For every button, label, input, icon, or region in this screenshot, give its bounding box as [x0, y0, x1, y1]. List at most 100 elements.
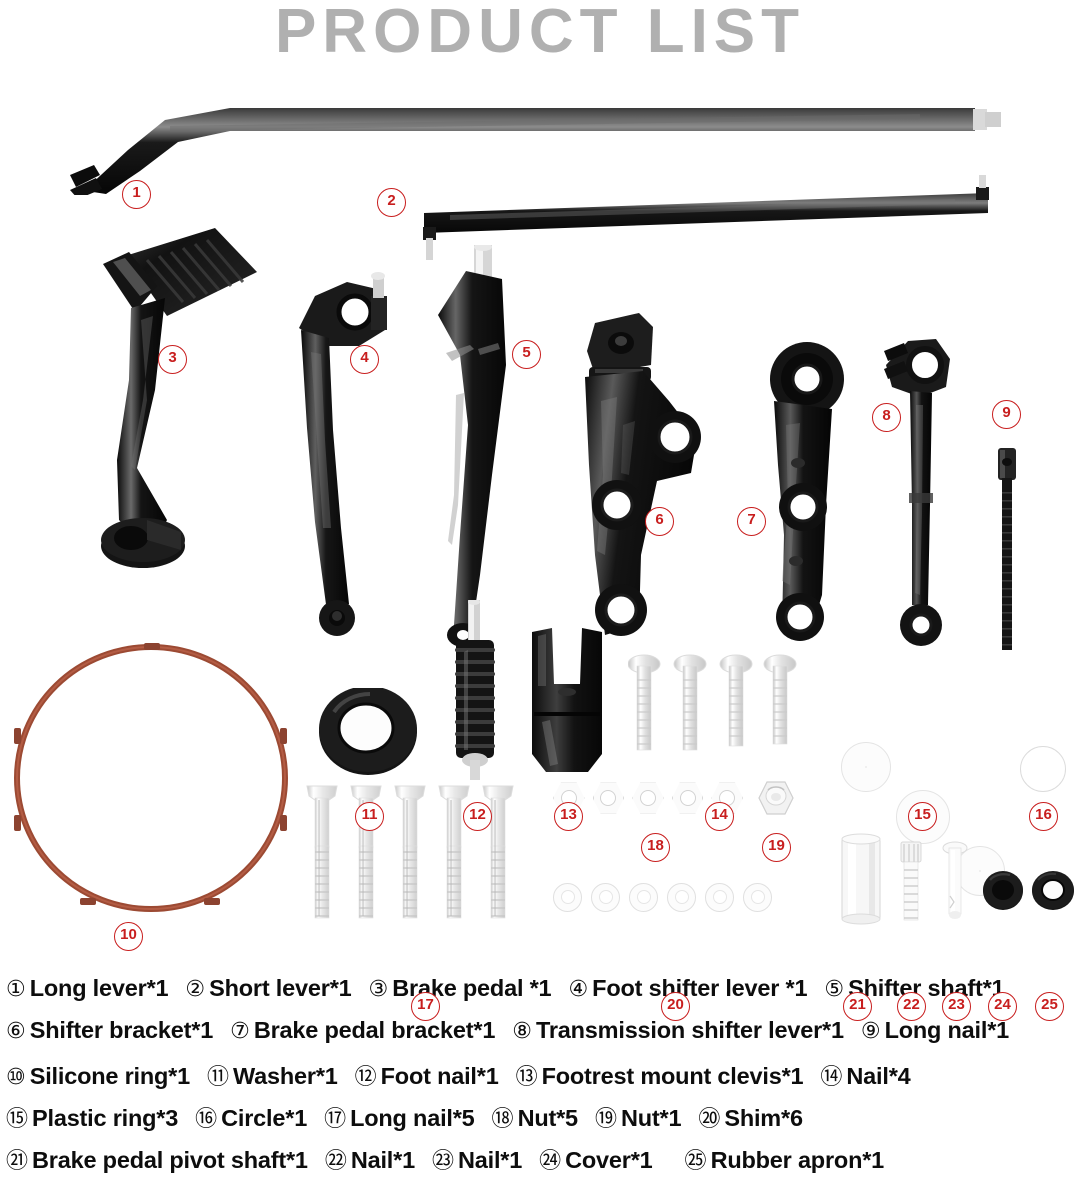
legend-num-14: ⑭	[820, 1065, 843, 1090]
legend-row-3: ⑩ Silicone ring*1 ⑪ Washer*1 ⑫ Foot nail…	[0, 1059, 1080, 1101]
callout-20: 20	[661, 992, 690, 1021]
legend-text-23: Nail*1	[457, 1147, 523, 1173]
legend-item-3: ③ Brake pedal *1	[369, 975, 552, 1002]
legend-num-11: ⑪	[206, 1065, 229, 1090]
legend-num-12: ⑫	[354, 1065, 377, 1090]
legend-row-5: ㉑ Brake pedal pivot shaft*1 ㉒ Nail*1 ㉓ N…	[0, 1143, 1080, 1185]
legend-item-5: ⑤ Shifter shaft*1	[824, 975, 1004, 1002]
legend-item-23: ㉓ Nail*1	[432, 1143, 522, 1175]
part-1-long-lever	[70, 95, 1010, 199]
part-13-footrest-mount-clevis	[528, 626, 606, 778]
part-19-lock-nut	[758, 780, 794, 816]
legend-text-22: Nail*1	[350, 1147, 415, 1173]
part-10-silicone-ring	[8, 640, 293, 920]
callout-23: 23	[942, 992, 971, 1021]
callout-11: 11	[355, 802, 384, 831]
callout-14: 14	[705, 802, 734, 831]
legend-item-22: ㉒ Nail*1	[325, 1143, 415, 1175]
callout-9: 9	[992, 400, 1021, 429]
callout-17: 17	[411, 992, 440, 1021]
legend-text-17: Long nail*5	[350, 1105, 475, 1131]
nut-18-2	[592, 782, 625, 814]
legend-item-20: ⑳ Shim*6	[698, 1101, 803, 1133]
callout-2: 2	[377, 188, 406, 217]
callout-7: 7	[737, 507, 766, 536]
shim-20-2	[591, 882, 620, 912]
legend-item-7: ⑦ Brake pedal bracket*1	[230, 1017, 495, 1044]
legend-text-16: Circle*1	[221, 1105, 308, 1131]
legend-item-25: ㉕ Rubber apron*1	[685, 1143, 885, 1175]
legend-text-15: Plastic ring*3	[32, 1105, 179, 1131]
legend-text-14: Nail*4	[846, 1063, 911, 1089]
page-title: PRODUCT LIST	[274, 0, 806, 66]
legend-text-13: Footrest mount clevis*1	[541, 1063, 804, 1089]
callout-21: 21	[843, 992, 872, 1021]
legend-num-19: ⑲	[594, 1107, 617, 1132]
legend-text-7: Brake pedal bracket*1	[253, 1017, 496, 1043]
legend-num-17: ⑰	[324, 1107, 347, 1132]
nut-18-3	[632, 782, 664, 814]
legend-item-13: ⑬ Footrest mount clevis*1	[516, 1059, 804, 1091]
legend-text-20: Shim*6	[724, 1105, 803, 1131]
part-3-brake-pedal	[95, 220, 275, 580]
callout-10: 10	[114, 922, 143, 951]
part-16-circle	[1020, 746, 1066, 792]
legend: ① Long lever*1 ② Short lever*1 ③ Brake p…	[0, 975, 1080, 1185]
legend-text-9: Long nail*1	[884, 1017, 1010, 1043]
shim-20-6	[743, 882, 772, 912]
legend-item-14: ⑭ Nail*4	[820, 1059, 910, 1091]
legend-num-16: ⑯	[195, 1107, 218, 1132]
shim-20-3	[629, 882, 658, 912]
legend-text-10: Silicone ring*1	[29, 1063, 190, 1089]
legend-item-2: ② Short lever*1	[185, 975, 351, 1002]
callout-13: 13	[554, 802, 583, 831]
legend-num-21: ㉑	[6, 1149, 29, 1174]
legend-num-2: ②	[185, 977, 206, 1002]
part-9-long-nail	[994, 448, 1020, 653]
part-20-shim-group	[553, 882, 778, 912]
legend-text-25: Rubber apron*1	[710, 1147, 885, 1173]
callout-18: 18	[641, 833, 670, 862]
legend-text-24: Cover*1	[565, 1147, 653, 1173]
legend-item-16: ⑯ Circle*1	[195, 1101, 307, 1133]
callout-25: 25	[1035, 992, 1064, 1021]
legend-num-24: ㉔	[539, 1149, 562, 1174]
legend-num-20: ⑳	[698, 1107, 721, 1132]
part-22-nail	[897, 840, 925, 922]
legend-num-18: ⑱	[491, 1107, 514, 1132]
legend-num-23: ㉓	[431, 1149, 454, 1174]
callout-5: 5	[512, 340, 541, 369]
part-24-cover	[982, 870, 1024, 912]
legend-num-5: ⑤	[824, 977, 845, 1002]
part-8-transmission-shifter-lever	[880, 325, 960, 650]
legend-num-9: ⑨	[860, 1019, 881, 1044]
part-14-nail-group	[627, 652, 798, 780]
callout-12: 12	[463, 802, 492, 831]
legend-item-18: ⑱ Nut*5	[491, 1101, 579, 1133]
part-5-shifter-shaft	[430, 243, 540, 650]
legend-text-4: Foot shifter lever *1	[592, 975, 808, 1001]
legend-item-21: ㉑ Brake pedal pivot shaft*1	[6, 1143, 308, 1175]
legend-num-8: ⑧	[512, 1019, 532, 1044]
legend-num-1: ①	[6, 977, 26, 1002]
part-25-rubber-apron	[1031, 870, 1075, 912]
part-4-foot-shifter-lever	[285, 260, 395, 650]
part-2-short-lever	[410, 163, 1010, 260]
legend-item-1: ① Long lever*1	[6, 975, 169, 1002]
part-7-brake-pedal-bracket	[760, 335, 860, 650]
part-23-nail	[942, 840, 968, 922]
legend-row-4: ⑮ Plastic ring*3 ⑯ Circle*1 ⑰ Long nail*…	[0, 1101, 1080, 1143]
legend-text-18: Nut*5	[517, 1105, 579, 1131]
callout-4: 4	[350, 345, 379, 374]
callout-8: 8	[872, 403, 901, 432]
legend-num-3: ③	[368, 977, 389, 1002]
legend-num-22: ㉒	[324, 1149, 347, 1174]
legend-item-17: ⑰ Long nail*5	[324, 1101, 475, 1133]
legend-text-2: Short lever*1	[209, 975, 352, 1001]
callout-22: 22	[897, 992, 926, 1021]
legend-num-15: ⑮	[6, 1107, 29, 1132]
legend-text-21: Brake pedal pivot shaft*1	[32, 1147, 308, 1173]
legend-row-1: ① Long lever*1 ② Short lever*1 ③ Brake p…	[0, 975, 1080, 1017]
product-diagram: 1 2	[0, 70, 1080, 1021]
legend-text-6: Shifter bracket*1	[29, 1017, 214, 1043]
